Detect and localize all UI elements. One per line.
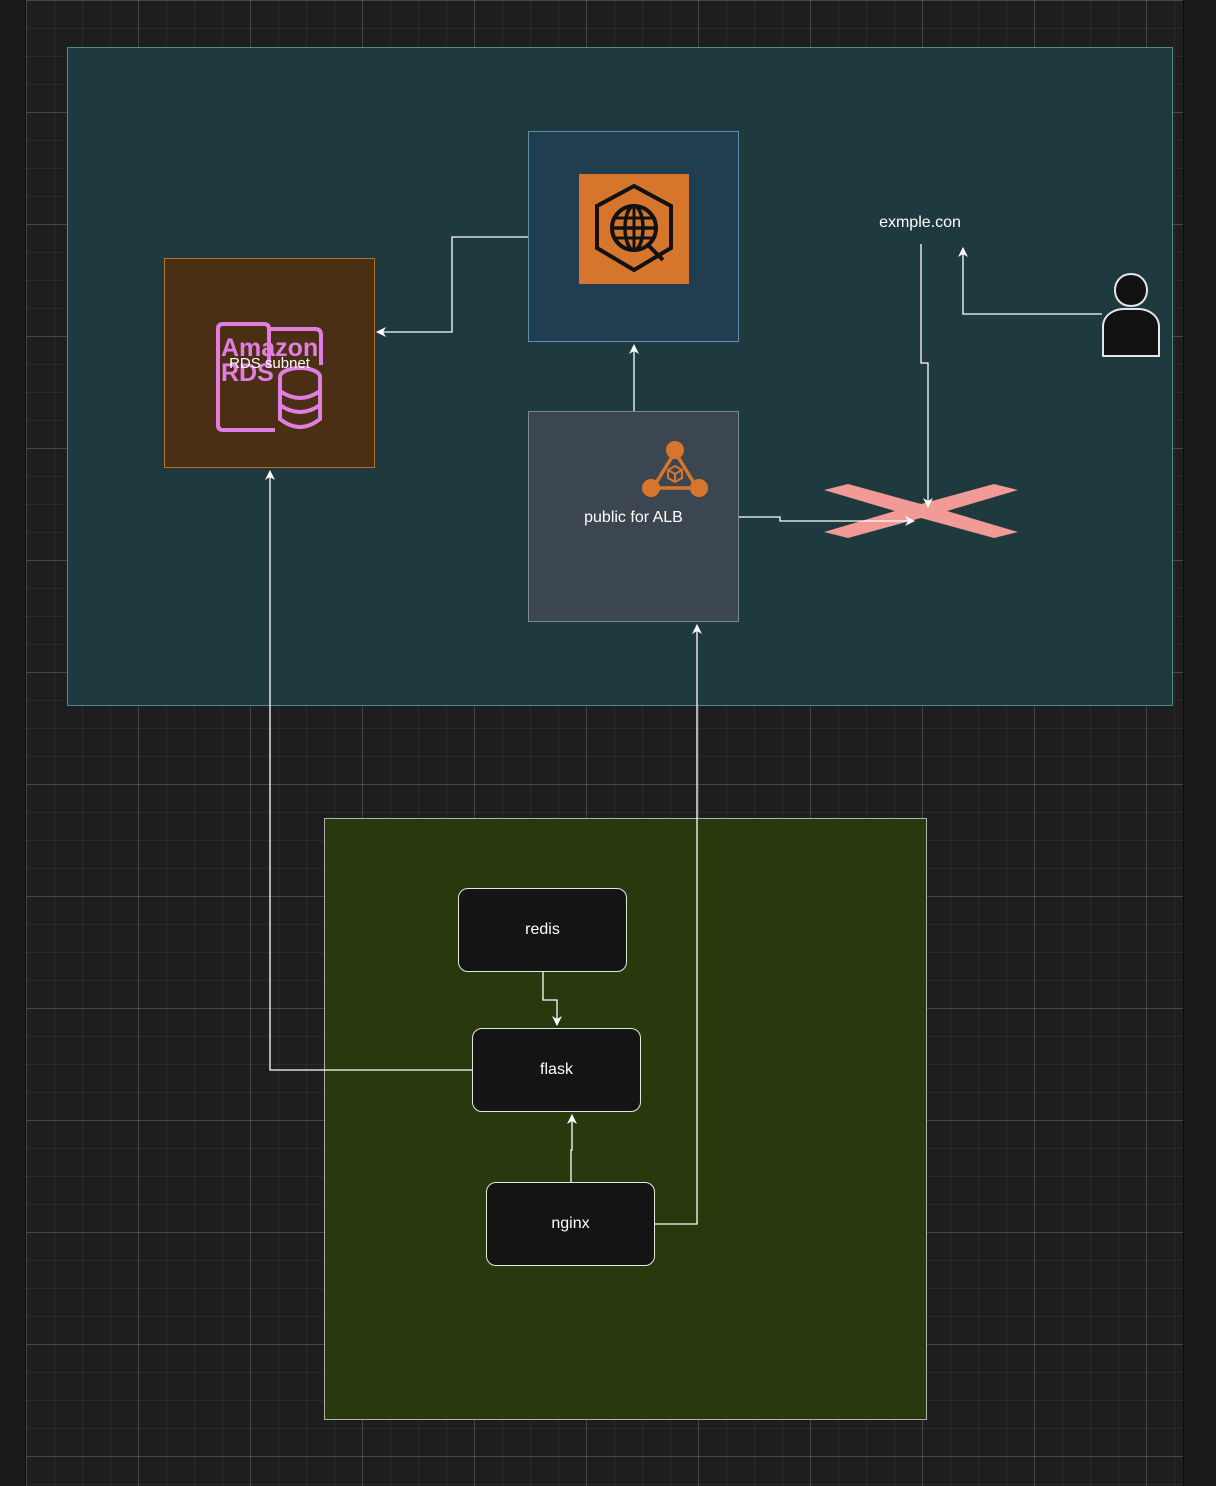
user-icon[interactable] (1102, 271, 1160, 357)
domain-label[interactable]: exmple.con (879, 214, 961, 231)
rds-subnet-label: RDS subnet (229, 355, 310, 372)
nginx-label: nginx (551, 1215, 590, 1232)
nginx-node[interactable]: nginx (486, 1182, 655, 1266)
globe-shield-icon (579, 174, 689, 284)
public-subnet-box[interactable]: public subnet (528, 131, 739, 342)
alb-subnet-box[interactable]: public for ALB (528, 411, 739, 622)
load-balancer-icon (642, 441, 708, 497)
alb-label: public for ALB (584, 509, 683, 526)
redis-label: redis (525, 921, 560, 938)
redis-node[interactable]: redis (458, 888, 627, 972)
flask-node[interactable]: flask (472, 1028, 641, 1112)
flask-label: flask (540, 1061, 573, 1078)
rds-icon-text-amazon: Amazon (221, 334, 318, 362)
amazon-rds-icon: Amazon RDS (216, 322, 323, 432)
rds-icon-text-rds: RDS (221, 359, 274, 387)
blocked-cross-icon[interactable] (822, 482, 1020, 540)
rds-subnet-box[interactable]: Amazon RDS RDS subnet (164, 258, 375, 468)
